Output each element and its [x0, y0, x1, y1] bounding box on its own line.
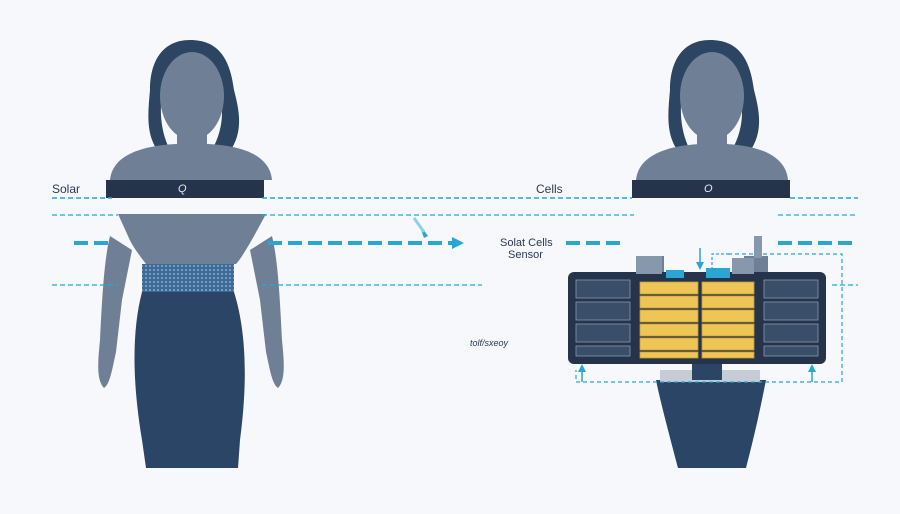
- panel-top-connector-center-b: [706, 268, 730, 278]
- panel-top-connector-left: [636, 256, 662, 274]
- small-pointer-stem: [412, 217, 426, 233]
- panel-left-slots: [575, 279, 631, 357]
- panel-right-slots: [763, 279, 819, 357]
- left-solar-waistband: [142, 264, 234, 292]
- connector-lines: [52, 197, 858, 286]
- solar-cells-grid: [639, 281, 755, 359]
- right-skirt-waist-blue: [692, 360, 722, 380]
- label-left-band-mark: Q: [178, 183, 187, 195]
- sensor-arrow-1-head: [696, 262, 704, 270]
- label-bottom-note: tolf/sxeoy: [470, 338, 509, 348]
- label-sensor-line2: Sensor: [508, 249, 543, 261]
- solar-panel-module: [568, 236, 843, 383]
- left-figure: [98, 40, 284, 468]
- panel-top-connector-right: [732, 258, 754, 274]
- right-dark-band: [632, 180, 790, 198]
- left-figure-shoulders: [110, 144, 272, 180]
- label-right-band-mark: O: [704, 183, 713, 195]
- probe-stick: [754, 236, 762, 258]
- up-arrow-left-head: [578, 364, 586, 372]
- right-figure-skirt: [656, 380, 766, 468]
- right-figure-shoulders: [636, 144, 788, 180]
- feedback-loop-line: [575, 253, 843, 383]
- left-figure-left-arm: [98, 236, 132, 388]
- label-sensor-line1: Solat Cells: [500, 237, 553, 249]
- left-dark-band: [106, 180, 264, 198]
- label-cells: Cells: [536, 182, 563, 196]
- label-solar: Solar: [52, 182, 81, 196]
- sensor-link-line: [711, 253, 730, 270]
- thick-arrow-head: [452, 237, 464, 249]
- left-figure-torso: [118, 214, 266, 264]
- up-arrow-right-head: [808, 364, 816, 372]
- left-figure-skirt: [134, 292, 245, 468]
- left-figure-head: [160, 52, 224, 140]
- left-figure-right-arm: [250, 236, 284, 388]
- right-figure-head: [680, 52, 744, 140]
- panel-top-connector-center-a: [666, 270, 684, 278]
